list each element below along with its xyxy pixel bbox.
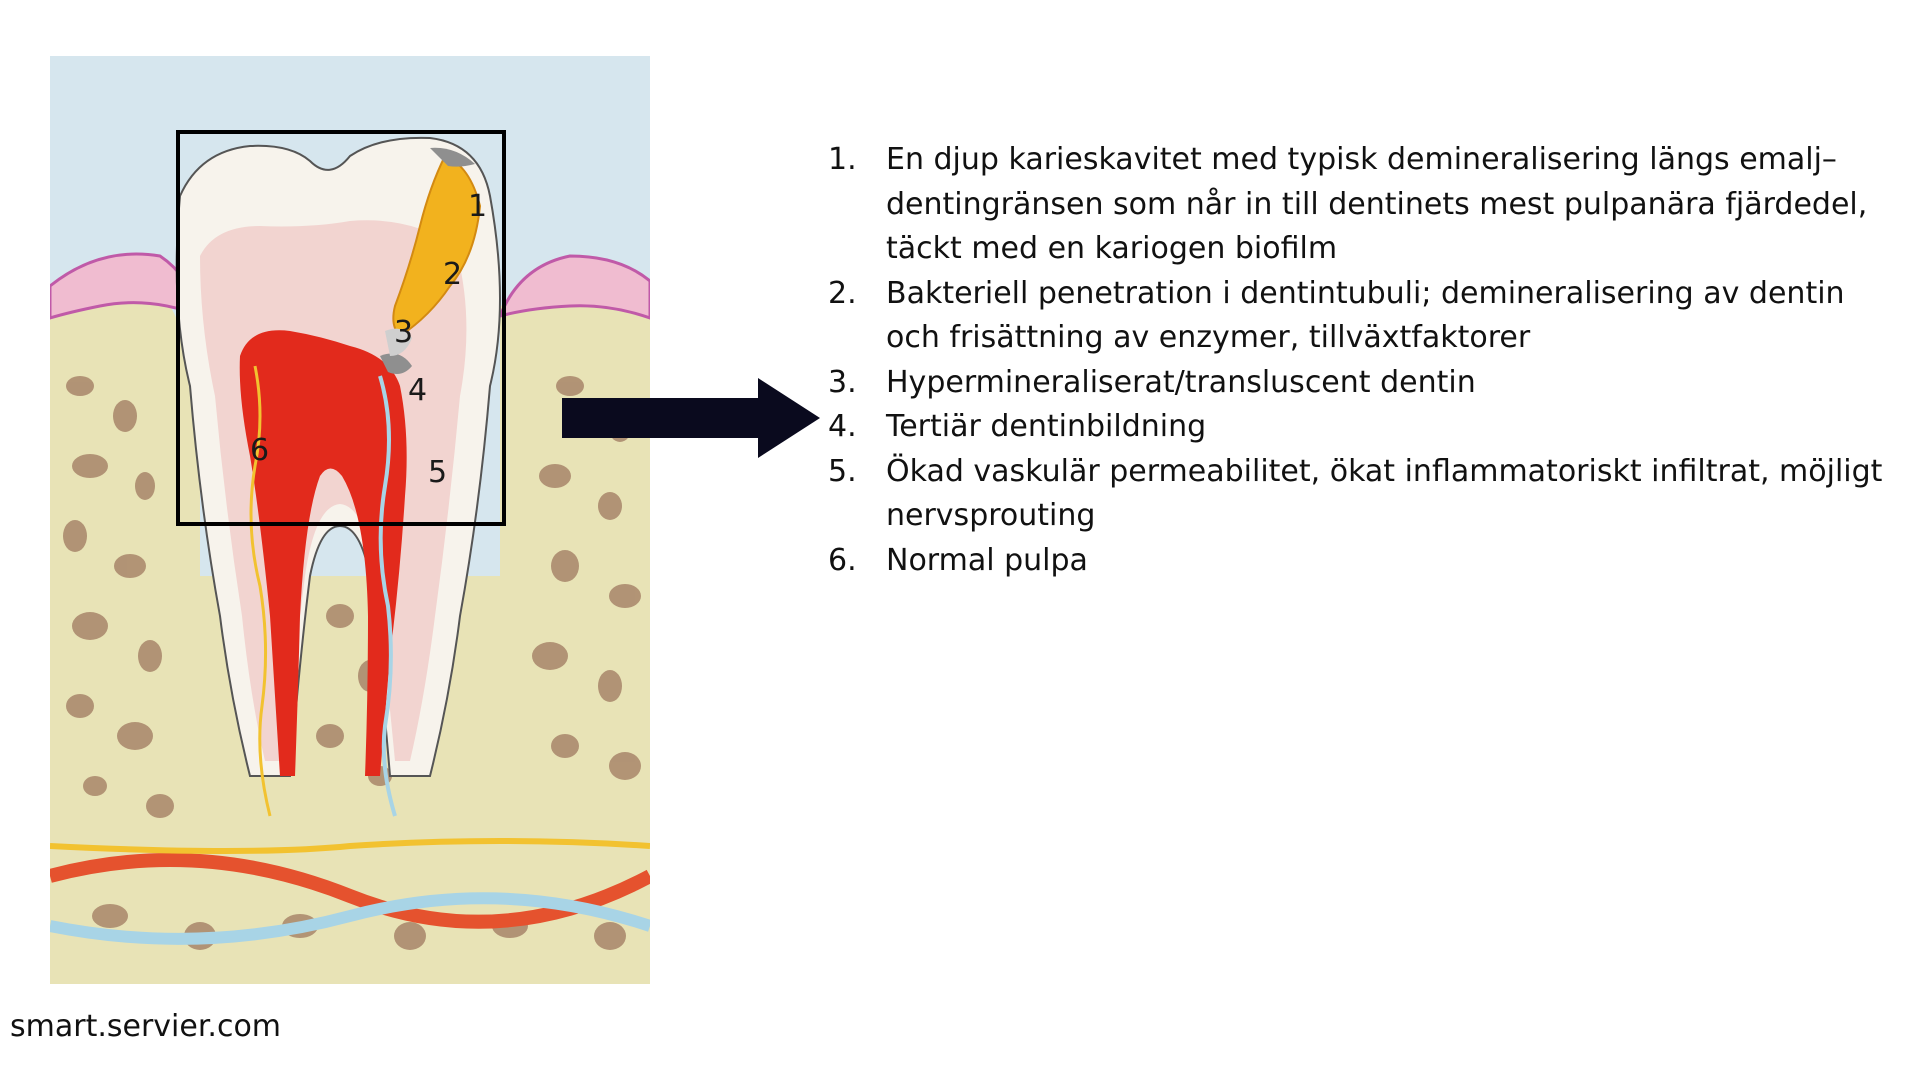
pulp-nerve-right <box>378 375 397 817</box>
callout-4: 4 <box>408 373 427 408</box>
legend-number: 3. <box>828 364 857 400</box>
legend-text: Normal pulpa <box>886 542 1088 578</box>
arrow-right-icon <box>562 378 820 458</box>
callout-3: 3 <box>394 315 413 350</box>
artery <box>50 853 650 929</box>
pulp-nerve-left <box>249 365 272 817</box>
gingiva-right <box>497 254 650 320</box>
translucent-dentin <box>385 328 412 356</box>
legend-item-4: 4. Tertiär dentinbildning <box>828 405 1888 450</box>
legend-item-2: 2. Bakteriell penetration i dentintubuli… <box>828 272 1888 361</box>
legend-text: Tertiär dentinbildning <box>886 409 1207 444</box>
callout-2: 2 <box>443 257 462 292</box>
legend-number: 5. <box>828 453 857 489</box>
legend-text: En djup karieskavitet med typisk deminer… <box>886 142 1868 266</box>
pulp-chamber <box>239 330 407 776</box>
legend-number: 2. <box>828 275 857 311</box>
legend-item-6: 6. Normal pulpa <box>828 539 1888 584</box>
vein <box>50 892 650 945</box>
caries-enamel-grey <box>430 147 475 167</box>
nerve-trunk <box>50 838 650 854</box>
legend-number: 1. <box>828 142 857 177</box>
callout-5: 5 <box>428 455 447 490</box>
tooth-diagram-svg: 1 2 3 4 5 6 <box>50 56 650 984</box>
tooth-illustration: 1 2 3 4 5 6 <box>50 56 650 984</box>
legend-number: 6. <box>828 542 857 578</box>
legend-text: Hypermineraliserat/transluscent dentin <box>886 364 1476 400</box>
legend-item-3: 3. Hypermineraliserat/transluscent denti… <box>828 361 1888 406</box>
tertiary-dentin <box>380 353 412 374</box>
legend-number: 4. <box>828 409 857 444</box>
callout-6: 6 <box>250 433 269 468</box>
legend-item-5: 5. Ökad vaskulär permeabilitet, ökat inf… <box>828 450 1888 539</box>
legend-item-1: 1. En djup karieskavitet med typisk demi… <box>828 138 1888 272</box>
legend-text: Ökad vaskulär permeabilitet, ökat inflam… <box>886 453 1883 534</box>
callout-1: 1 <box>468 189 487 224</box>
alveolar-bone-base <box>50 576 650 984</box>
zoom-box <box>176 130 506 526</box>
bone-pores <box>63 376 641 950</box>
legend-text: Bakteriell penetration i dentintubuli; d… <box>886 275 1845 356</box>
source-credit: smart.servier.com <box>10 1009 282 1044</box>
legend-list: 1. En djup karieskavitet med typisk demi… <box>828 138 1888 583</box>
